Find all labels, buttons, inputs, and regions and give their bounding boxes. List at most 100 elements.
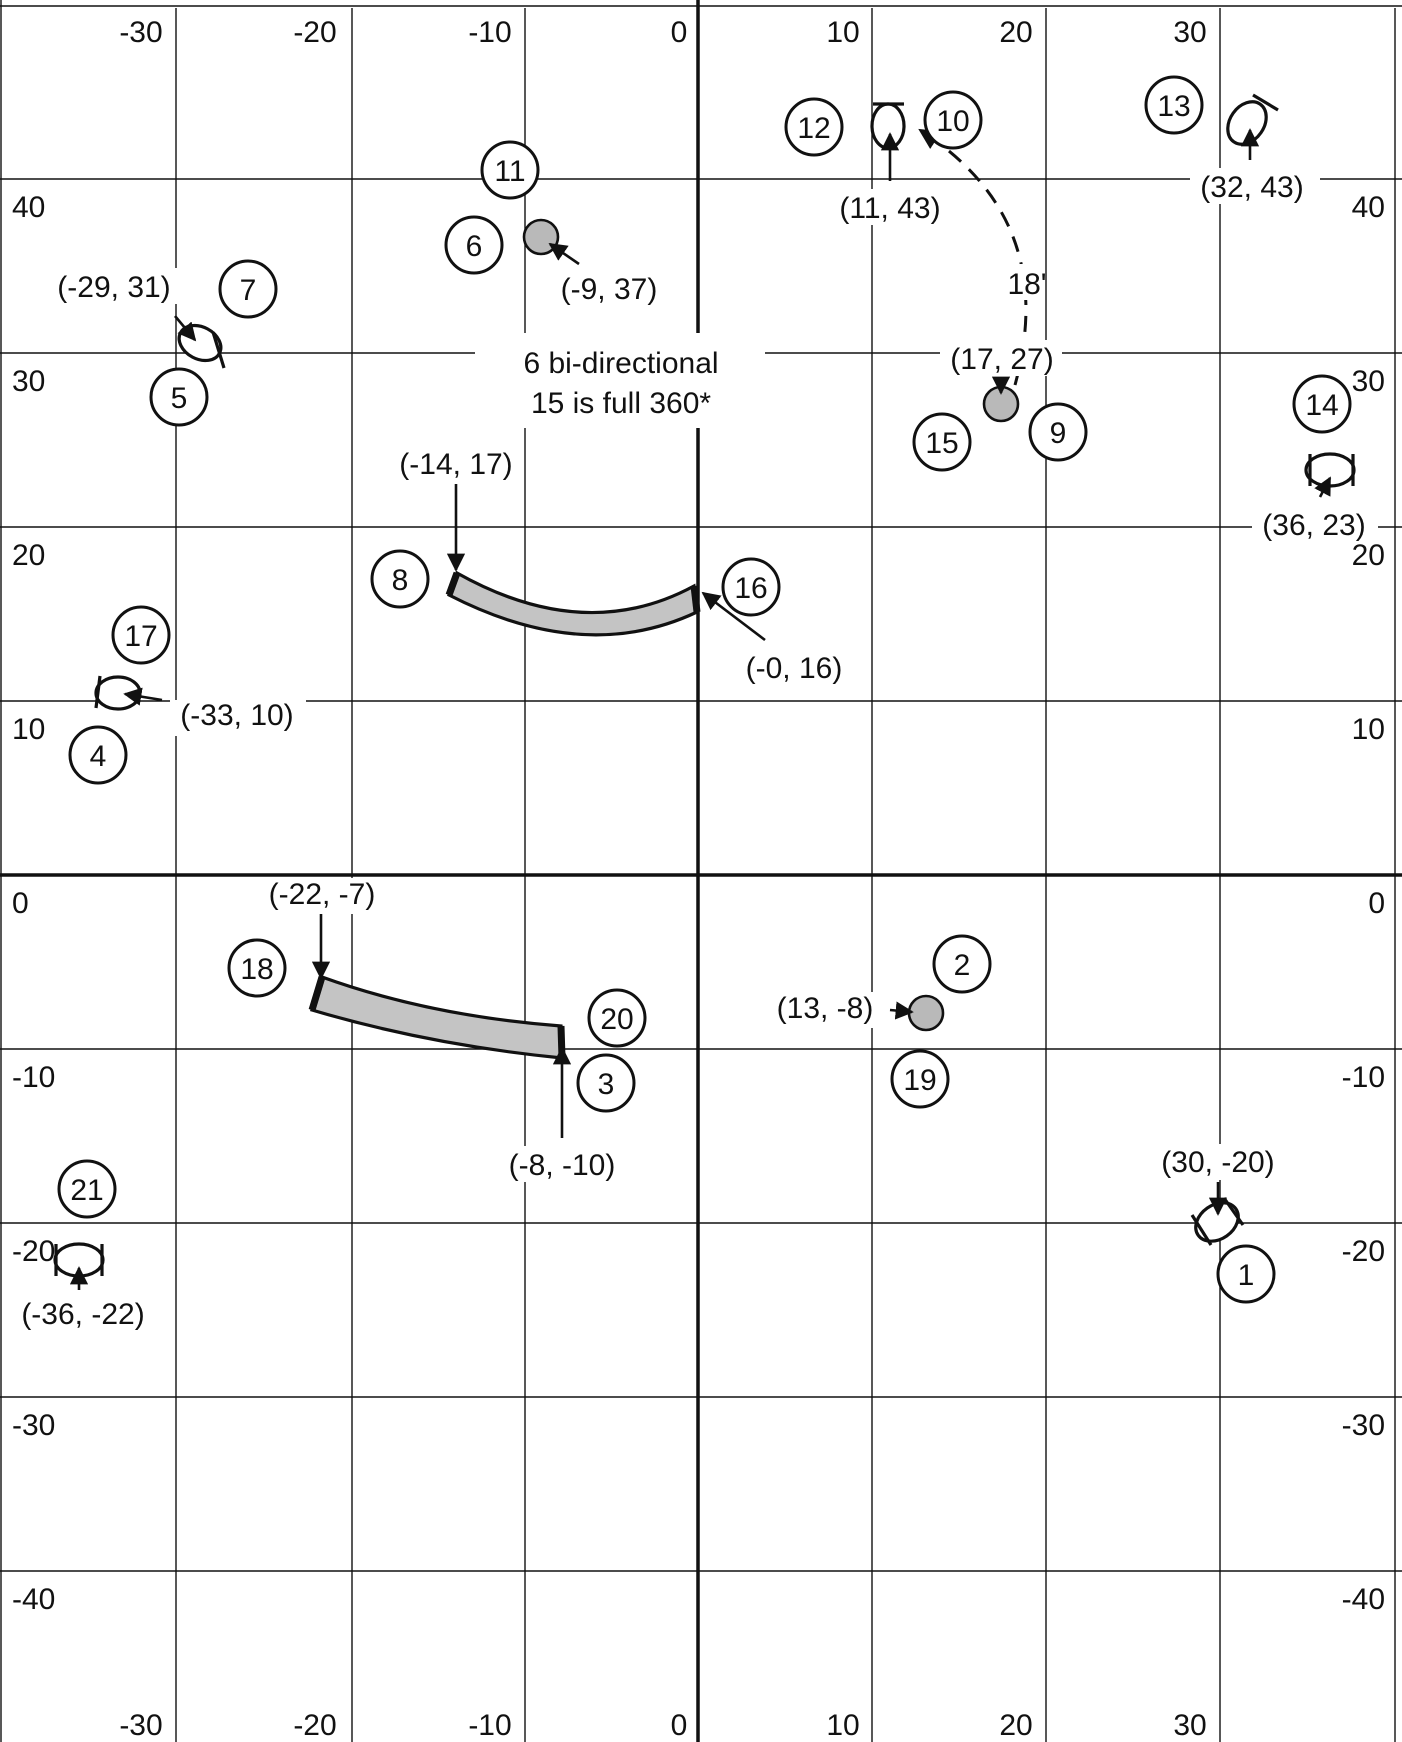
band-upper [445,570,701,637]
left-axis-values: 40 30 20 10 0 -10 -20 -30 -40 [12,191,55,1616]
pointer-arrow-16 [701,591,766,642]
pointer-arrow [174,315,197,342]
ellipse-symbol-13 [1226,93,1279,160]
coord-label-bg [548,270,668,306]
arc-label-background [1002,264,1044,300]
marker-circle [480,140,540,200]
marker-number: 13 [1157,90,1190,123]
marker-circle [932,934,992,994]
marker-circle [721,557,781,617]
ellipse-symbol-1 [1190,1182,1245,1246]
left-axis-value: 40 [12,191,45,224]
ellipse-symbol-14 [1304,452,1356,498]
band-end-right [690,585,701,613]
marker-circle [444,215,504,275]
ellipse-symbol [1304,452,1356,488]
marker-number: 16 [734,572,767,605]
left-axis-value: 30 [12,365,45,398]
left-axis-value: -30 [12,1409,55,1442]
coord-label-14: (36, 23) [1262,509,1365,542]
marker-number: 15 [925,427,958,460]
coord-label-21: (-36, -22) [21,1298,144,1331]
top-axis-value: -20 [293,16,336,49]
bottom-axis-value: -20 [293,1709,336,1742]
marker-number: 21 [70,1174,103,1207]
coord-label-16: (-0, 16) [746,652,843,685]
note-line-2: 15 is full 360* [531,387,711,420]
coord-label-13: (32, 43) [1200,171,1303,204]
coord-label-bg [940,340,1062,376]
right-axis-value: -40 [1342,1583,1385,1616]
marker-2: 2 [932,934,992,994]
marker-20: 20 [587,988,647,1048]
coord-label-bg [388,446,524,482]
left-axis-value: -10 [12,1061,55,1094]
marker-circle [587,988,647,1048]
coord-label-5: (-29, 31) [57,271,170,304]
marker-number: 3 [598,1068,615,1101]
coord-label-8: (-14, 17) [399,448,512,481]
marker-10: 10 [923,90,983,150]
marker-circle [149,367,209,427]
marker-3: 3 [576,1053,636,1113]
marker-15: 15 [912,412,972,472]
bottom-axis-value: -10 [468,1709,511,1742]
ellipse-symbol-5-7 [174,315,226,369]
marker-4: 4 [68,725,128,785]
right-axis-value: 20 [1352,539,1385,572]
coord-label-4: (-33, 10) [180,699,293,732]
bottom-axis-value: -30 [119,1709,162,1742]
ellipse-symbol-12 [870,102,906,181]
bottom-axis-value: 20 [999,1709,1032,1742]
marker-circle [784,97,844,157]
marker-number: 20 [600,1003,633,1036]
band-end-left [445,571,461,597]
right-axis-value: 30 [1352,365,1385,398]
bracket-mark [1190,1214,1213,1246]
marker-circle [68,725,128,785]
marker-number: 8 [392,564,409,597]
marker-7: 7 [218,259,278,319]
left-axis-value: -40 [12,1583,55,1616]
marker-17: 17 [111,605,171,665]
marker-circle [1216,1244,1276,1304]
bottom-axis-value: 10 [826,1709,859,1742]
marker-1: 1 [1216,1244,1276,1304]
ellipse-symbol [94,675,142,711]
coord-label-bg [170,700,306,736]
marker-number: 19 [903,1064,936,1097]
coord-label-bg [1252,506,1378,542]
ellipse-symbol [1194,1201,1240,1243]
ellipse-symbol [870,102,906,150]
coord-label-bg [1152,1144,1286,1180]
band-end-left [308,975,326,1012]
bracket-mark [1222,1197,1245,1226]
bracket-mark [94,675,102,709]
right-axis-value: -10 [1342,1061,1385,1094]
marker-number: 7 [240,274,257,307]
note-background [475,333,765,428]
marker-11: 11 [480,140,540,200]
marker-21: 21 [57,1159,117,1219]
coord-label-bg [498,1146,626,1182]
marker-8: 8 [370,549,430,609]
pointer-arrow [123,687,163,706]
coord-label-bg [258,878,388,914]
top-axis-value: -10 [468,16,511,49]
marker-number: 2 [954,949,971,982]
left-axis-value: 0 [12,887,29,920]
arc-label: 18' [1007,268,1046,301]
right-axis-value: 0 [1368,887,1385,920]
note-line-1: 6 bi-directional [523,347,718,380]
ellipse-symbol-4-17 [94,675,163,711]
marker-13: 13 [1144,75,1204,135]
marker-number: 10 [936,105,969,138]
note-block: 6 bi-directional 15 is full 360* [475,333,765,428]
marker-circle [912,412,972,472]
pointer-arrow [548,242,580,266]
coord-label-2: (13, -8) [777,992,874,1025]
marker-number: 4 [90,740,107,773]
marker-circle [923,90,983,150]
coord-label-9: (17, 27) [950,343,1053,376]
